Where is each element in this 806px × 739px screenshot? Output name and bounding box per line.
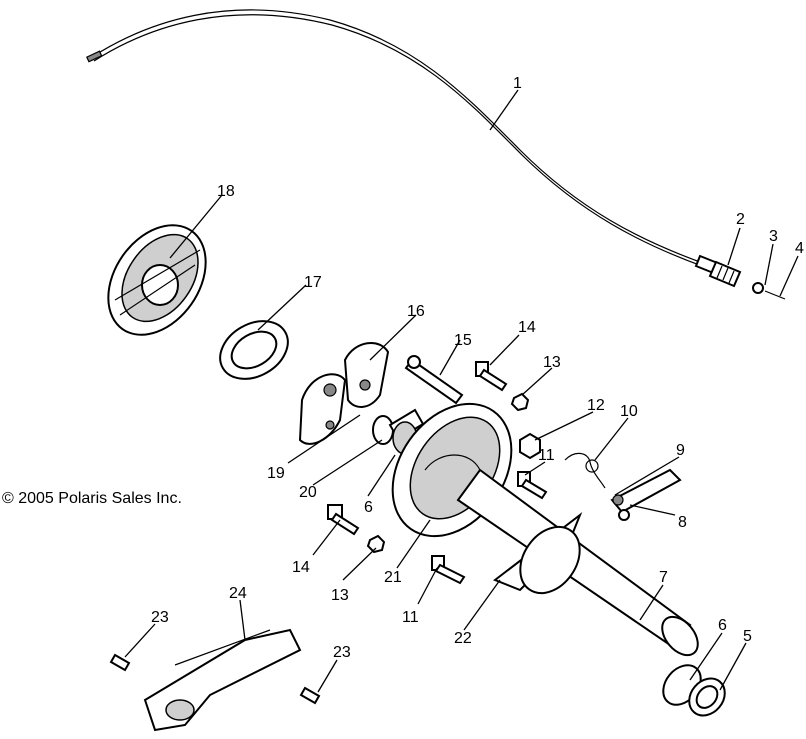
bolt-23-right bbox=[299, 686, 321, 705]
callout-12: 12 bbox=[587, 397, 605, 414]
callout-14-upper: 14 bbox=[518, 319, 536, 336]
callout-6-cam: 6 bbox=[364, 499, 373, 516]
callout-14-lower: 14 bbox=[292, 559, 310, 576]
bolt-11-upper bbox=[517, 471, 548, 500]
brake-lever bbox=[143, 628, 302, 732]
nut-lower bbox=[366, 534, 386, 554]
callout-1: 1 bbox=[513, 75, 522, 92]
callout-16: 16 bbox=[407, 303, 425, 320]
cable-adjuster bbox=[708, 260, 786, 300]
brake-drum bbox=[107, 224, 207, 336]
callout-labels: 1 2 3 4 5 6 6 7 8 9 10 11 11 12 13 13 14… bbox=[151, 75, 804, 661]
callout-19: 19 bbox=[267, 465, 285, 482]
seal-ring bbox=[219, 320, 289, 380]
callout-11-lower: 11 bbox=[402, 609, 419, 626]
callout-23-right: 23 bbox=[333, 644, 351, 661]
callout-18: 18 bbox=[217, 183, 235, 200]
copyright-text: © 2005 Polaris Sales Inc. bbox=[2, 490, 182, 507]
return-spring bbox=[564, 452, 606, 489]
bolt-upper bbox=[475, 361, 508, 392]
callout-24: 24 bbox=[229, 585, 247, 602]
cam-shaft bbox=[404, 355, 464, 405]
callout-6-end: 6 bbox=[718, 617, 727, 634]
callout-10: 10 bbox=[620, 403, 638, 420]
callout-3: 3 bbox=[769, 228, 778, 245]
callout-17: 17 bbox=[304, 274, 322, 291]
callout-13-lower: 13 bbox=[331, 587, 349, 604]
callout-20: 20 bbox=[299, 484, 317, 501]
axle-tube bbox=[456, 468, 699, 657]
cable-bracket bbox=[610, 468, 682, 521]
callout-13-upper: 13 bbox=[543, 354, 561, 371]
callout-15: 15 bbox=[454, 332, 472, 349]
callout-21: 21 bbox=[384, 569, 402, 586]
brake-shoes bbox=[298, 342, 390, 445]
bolt-lower bbox=[327, 504, 360, 536]
flange-plate bbox=[492, 511, 583, 595]
nut-upper bbox=[510, 392, 530, 412]
seal-end-5 bbox=[688, 677, 726, 717]
callout-2: 2 bbox=[736, 211, 745, 228]
callout-23-left: 23 bbox=[151, 609, 169, 626]
callout-7: 7 bbox=[659, 569, 668, 586]
callout-11-upper: 11 bbox=[538, 447, 555, 464]
callout-22: 22 bbox=[454, 630, 472, 647]
callout-8: 8 bbox=[678, 514, 687, 531]
callout-5: 5 bbox=[743, 628, 752, 645]
bolt-11-lower bbox=[431, 555, 466, 585]
callout-4: 4 bbox=[795, 240, 804, 257]
nut-12 bbox=[519, 432, 541, 460]
bolt-23-left bbox=[109, 653, 131, 672]
callout-9: 9 bbox=[676, 442, 685, 459]
leader-lines bbox=[124, 89, 799, 693]
